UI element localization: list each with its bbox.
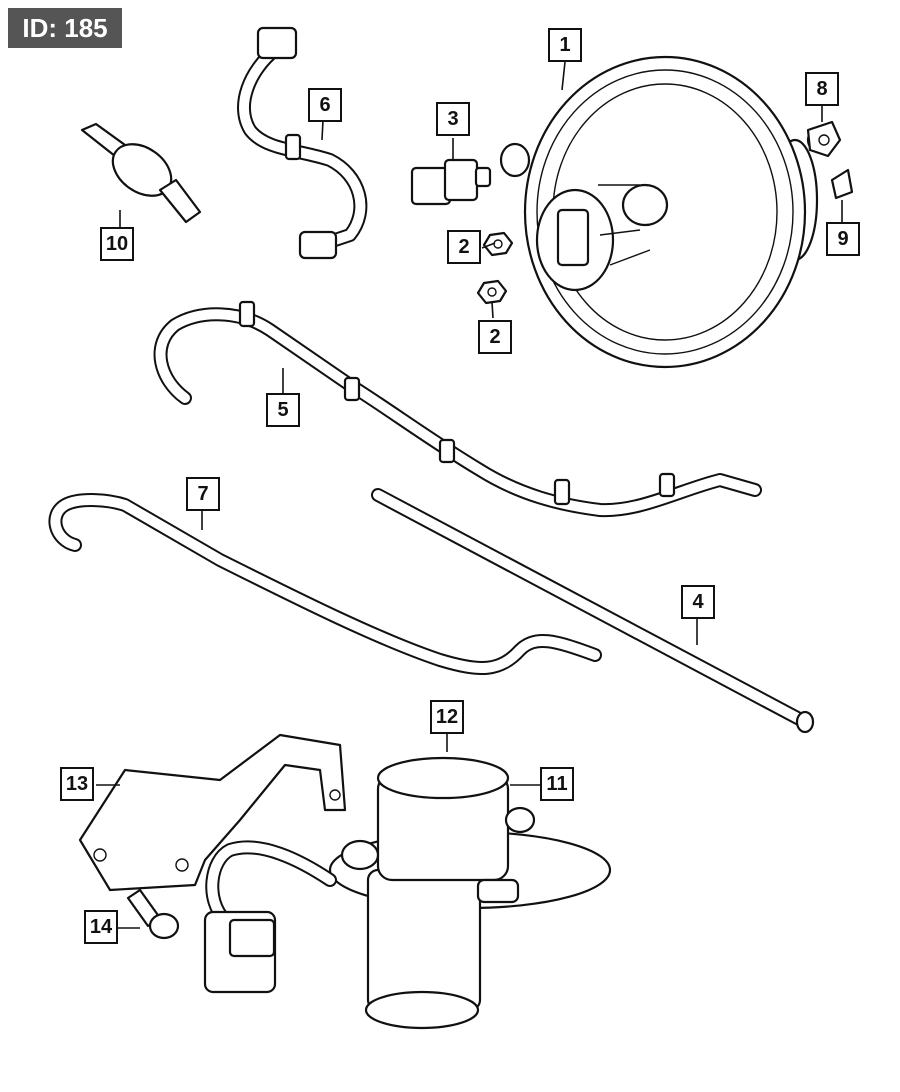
vacuum-hose-long — [48, 493, 602, 675]
callout-8: 8 — [805, 72, 839, 106]
brake-booster — [499, 55, 834, 369]
callout-3: 3 — [436, 102, 470, 136]
callout-12: 12 — [430, 700, 464, 734]
nut-upper — [482, 231, 514, 257]
callout-5: 5 — [266, 393, 300, 427]
vacuum-sensor — [410, 158, 492, 206]
nut-lower — [476, 279, 508, 305]
callout-6: 6 — [308, 88, 342, 122]
pushrod-mount — [806, 120, 842, 158]
callout-2-lower: 2 — [478, 320, 512, 354]
callout-7: 7 — [186, 477, 220, 511]
callout-14: 14 — [84, 910, 118, 944]
leader-lines — [96, 61, 843, 929]
check-valve — [80, 122, 202, 224]
vacuum-pump — [203, 756, 612, 1030]
mounting-bolt — [126, 888, 180, 940]
callout-13: 13 — [60, 767, 94, 801]
callout-10: 10 — [100, 227, 134, 261]
vacuum-tube-straight — [371, 488, 815, 734]
callout-9: 9 — [826, 222, 860, 256]
hose-with-quick-connectors — [237, 26, 368, 260]
callout-1: 1 — [548, 28, 582, 62]
callout-11: 11 — [540, 767, 574, 801]
callout-4: 4 — [681, 585, 715, 619]
retaining-clip — [830, 168, 854, 200]
callout-2-upper: 2 — [447, 230, 481, 264]
pump-mounting-bracket — [78, 733, 347, 892]
diagram-id-badge: ID: 185 — [8, 8, 122, 48]
vacuum-hose-assembly — [153, 300, 762, 518]
